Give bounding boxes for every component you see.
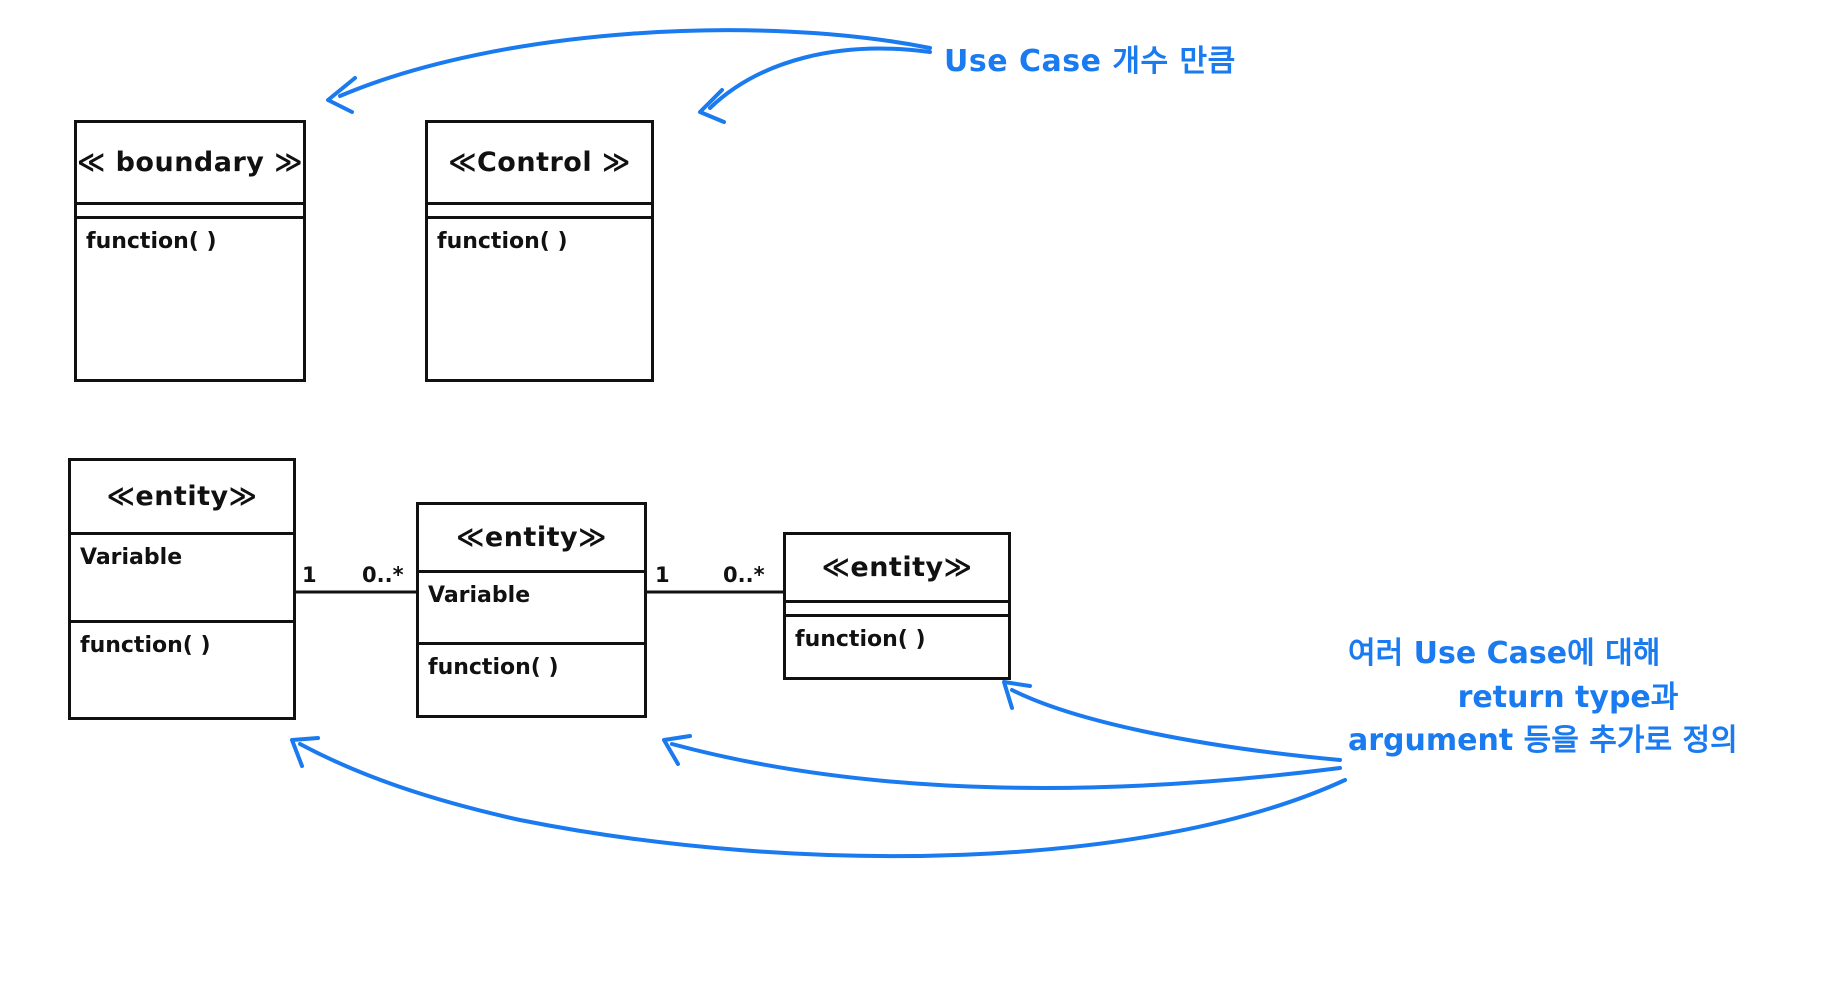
top-annotation-arrowhead-control [698, 88, 726, 124]
control-stereotype-compartment: ≪Control ≫ [428, 123, 651, 205]
entity-middle-attributes-compartment: Variable [419, 573, 644, 645]
boundary-stereotype-compartment: ≪ boundary ≫ [77, 123, 303, 205]
entity-middle-operations-compartment: function( ) [419, 645, 644, 715]
class-box-control[interactable]: ≪Control ≫ function( ) [425, 120, 654, 382]
boundary-operation-0: function( ) [86, 229, 217, 254]
top-annotation-arrow-to-control [708, 46, 932, 110]
bottom-annotation-arrow-to-entity-left [298, 742, 1347, 859]
control-stereotype-label: ≪Control ≫ [448, 147, 631, 178]
bottom-annotation-arrow-to-entity-right [1010, 688, 1342, 762]
bottom-annotation-arrow-to-entity-middle [670, 742, 1342, 790]
bottom-annotation-arrowhead-entity-left [290, 736, 320, 768]
class-box-entity-middle[interactable]: ≪entity≫ Variable function( ) [416, 502, 647, 718]
entity-left-attributes-compartment: Variable [71, 535, 293, 623]
entity-right-operation-0: function( ) [795, 627, 926, 652]
entity-left-attribute-0: Variable [80, 545, 183, 570]
entity-middle-stereotype-compartment: ≪entity≫ [419, 505, 644, 573]
annotation-bottom-block: 여러 Use Case에 대해 return type과 argument 등을… [1348, 632, 1788, 763]
annotation-bottom-line-2: return type과 [1457, 679, 1679, 715]
entity-middle-operation-0: function( ) [428, 655, 559, 680]
bottom-annotation-arrowhead-entity-right [1002, 680, 1032, 710]
entity-right-attributes-compartment [786, 603, 1008, 617]
multiplicity-left-middle-target: 0..* [362, 563, 404, 587]
control-attributes-compartment [428, 205, 651, 219]
boundary-stereotype-label: ≪ boundary ≫ [76, 147, 304, 178]
class-box-boundary[interactable]: ≪ boundary ≫ function( ) [74, 120, 306, 382]
multiplicity-left-middle-source: 1 [302, 563, 317, 587]
boundary-operations-compartment: function( ) [77, 219, 303, 379]
entity-left-stereotype-compartment: ≪entity≫ [71, 461, 293, 535]
annotation-bottom-line-1: 여러 Use Case에 대해 [1348, 636, 1661, 671]
class-box-entity-left[interactable]: ≪entity≫ Variable function( ) [68, 458, 296, 720]
multiplicity-middle-right-target: 0..* [723, 563, 765, 587]
annotation-bottom-line-3: argument 등을 추가로 정의 [1348, 723, 1738, 758]
entity-right-stereotype-label: ≪entity≫ [821, 552, 973, 583]
control-operation-0: function( ) [437, 229, 568, 254]
boundary-attributes-compartment [77, 205, 303, 219]
class-box-entity-right[interactable]: ≪entity≫ function( ) [783, 532, 1011, 680]
control-operations-compartment: function( ) [428, 219, 651, 379]
multiplicity-middle-right-source: 1 [655, 563, 670, 587]
entity-middle-stereotype-label: ≪entity≫ [456, 522, 607, 553]
annotation-top-text: Use Case 개수 만큼 [944, 44, 1236, 79]
top-annotation-arrow-to-boundary [338, 28, 932, 98]
bottom-annotation-arrowhead-entity-middle [662, 734, 692, 766]
entity-left-operation-0: function( ) [80, 633, 211, 658]
entity-right-operations-compartment: function( ) [786, 617, 1008, 677]
entity-right-stereotype-compartment: ≪entity≫ [786, 535, 1008, 603]
top-annotation-arrowhead-boundary [326, 76, 357, 114]
entity-left-stereotype-label: ≪entity≫ [106, 481, 258, 512]
entity-left-operations-compartment: function( ) [71, 623, 293, 717]
entity-middle-attribute-0: Variable [428, 583, 531, 608]
